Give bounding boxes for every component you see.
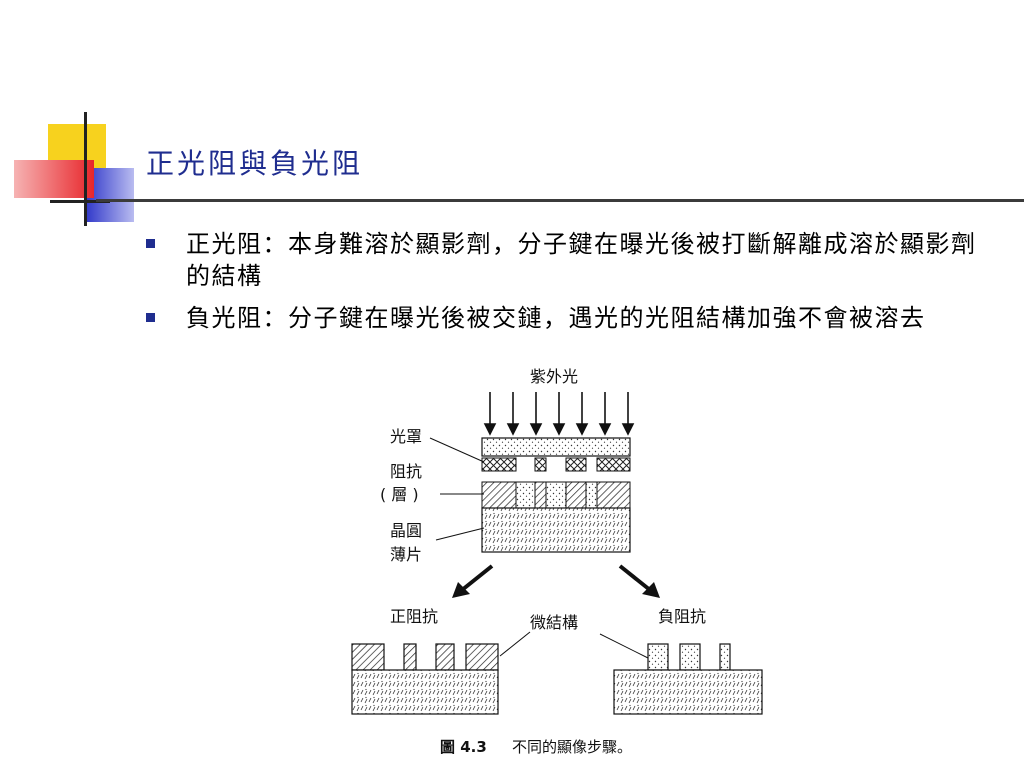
wafer-label-1: 晶圓 [390, 521, 422, 540]
deco-horizontal-line [50, 200, 110, 203]
bullet-item: 負光阻：分子鍵在曝光後被交鏈，遇光的光阻結構加強不會被溶去 [146, 302, 996, 334]
deco-vertical-line [84, 112, 87, 226]
uv-light-label: 紫外光 [530, 367, 578, 386]
title-divider [96, 199, 1024, 202]
figure-number: 圖 4.3 [440, 738, 487, 756]
wafer-substrate [481, 507, 631, 553]
resist-label: 阻抗 [390, 462, 422, 481]
square-bullet-icon [146, 313, 155, 322]
resist-layer [481, 481, 631, 509]
deco-red-block [14, 160, 94, 198]
uv-arrows [483, 392, 635, 436]
wafer-label-2: 薄片 [390, 545, 422, 564]
develop-arrows [452, 564, 660, 598]
layer-label: ( 層 ) [380, 485, 419, 504]
bullet-list: 正光阻：本身難溶於顯影劑，分子鍵在曝光後被打斷解離成溶於顯影劑的結構 負光阻：分… [146, 228, 996, 344]
positive-result [351, 643, 499, 715]
slide-title: 正光阻與負光阻 [146, 147, 364, 180]
square-bullet-icon [146, 239, 155, 248]
mask-label: 光罩 [390, 427, 422, 446]
positive-resist-label: 正阻抗 [390, 607, 438, 626]
photomask-plate [481, 437, 631, 457]
negative-resist-label: 負阻抗 [658, 607, 706, 626]
figure-caption: 不同的顯像步驟。 [512, 738, 632, 756]
mask-pattern [481, 457, 631, 472]
microstructure-label: 微結構 [530, 613, 578, 632]
bullet-text: 正光阻：本身難溶於顯影劑，分子鍵在曝光後被打斷解離成溶於顯影劑的結構 [186, 230, 977, 290]
negative-result [613, 643, 763, 715]
bullet-item: 正光阻：本身難溶於顯影劑，分子鍵在曝光後被打斷解離成溶於顯影劑的結構 [146, 228, 996, 292]
bullet-text: 負光阻：分子鍵在曝光後被交鏈，遇光的光阻結構加強不會被溶去 [186, 304, 926, 332]
